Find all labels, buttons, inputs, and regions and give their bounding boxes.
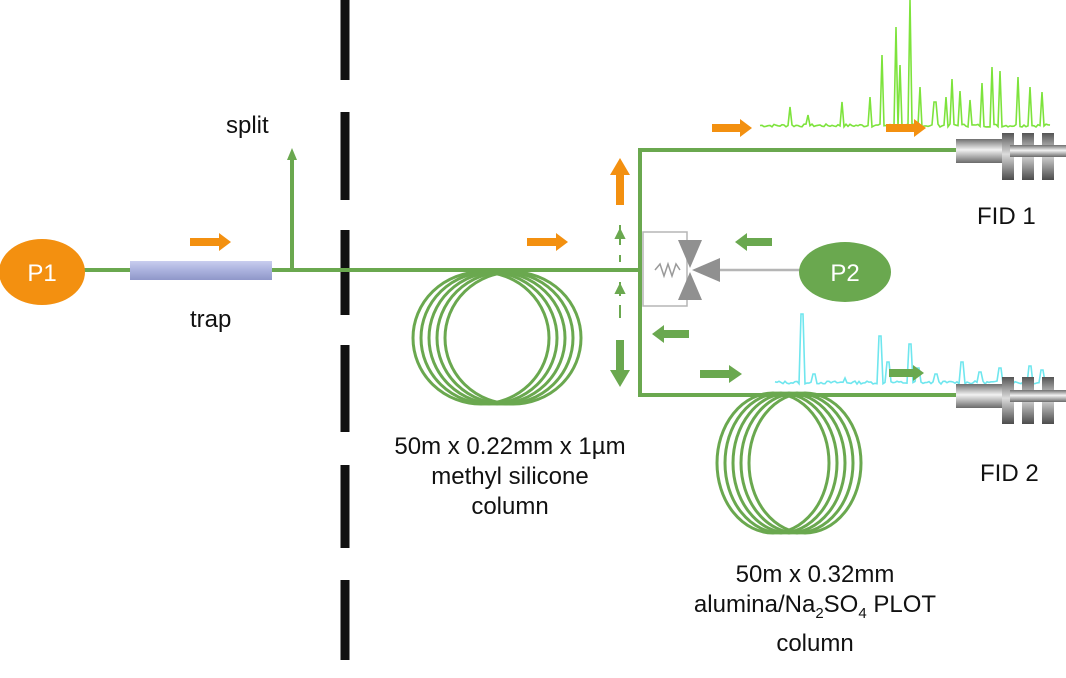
fid1-chromatogram	[712, 0, 1051, 137]
p2-node: P2	[799, 242, 891, 302]
flow-arrow-icon	[700, 365, 742, 383]
p2-label: P2	[830, 260, 859, 287]
flow-arrow-icon	[712, 119, 752, 137]
column1-type: column	[471, 493, 549, 520]
flow-arrow-icon	[610, 158, 630, 205]
detector-icon	[956, 133, 1066, 180]
column1-phase: methyl silicone	[431, 463, 589, 490]
flow-arrow-icon	[610, 340, 630, 387]
column2-dimensions: 50m x 0.32mm	[735, 561, 895, 588]
column2-phase: alumina/Na2SO4 PLOT	[693, 591, 937, 622]
column1-label: 50m x 0.22mm x 1µm methyl silicone colum…	[370, 432, 650, 522]
switching-flow-arrows	[610, 233, 772, 387]
column1-dimensions: 50m x 0.22mm x 1µm	[394, 433, 626, 460]
split-label: split	[226, 112, 269, 139]
p1-node: P1	[0, 239, 85, 305]
methyl-silicone-column-coil	[411, 270, 583, 406]
flow-arrow-icon	[190, 233, 231, 251]
column2-label: 50m x 0.32mm alumina/Na2SO4 PLOT column	[665, 560, 965, 659]
fid2-label: FID 2	[980, 460, 1039, 487]
flow-arrow-icon	[735, 233, 772, 251]
p1-label: P1	[27, 260, 56, 287]
alumina-plot-column-coil	[715, 391, 863, 535]
split-vent-arrow-icon	[287, 148, 297, 160]
fid1-label: FID 1	[977, 203, 1036, 230]
flow-arrow-icon	[652, 325, 689, 343]
flow-arrow-icon	[889, 365, 924, 381]
flow-arrow-icon	[886, 119, 926, 137]
switching-flow-indicators	[614, 225, 626, 318]
carrier-flow-arrows	[190, 158, 630, 251]
detector-icon	[956, 377, 1066, 424]
trap-label: trap	[190, 306, 232, 333]
fid2-chromatogram	[774, 313, 1050, 386]
flow-arrow-icon	[527, 233, 568, 251]
column2-type: column	[776, 629, 854, 657]
trap-tube	[130, 261, 272, 280]
valve-icon	[642, 231, 805, 307]
